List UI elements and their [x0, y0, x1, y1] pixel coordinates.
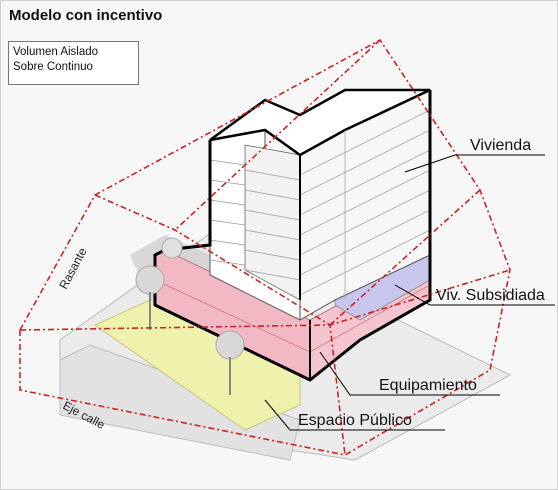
street-band: [59, 344, 301, 461]
legend-box: Volumen Aislado Sobre Continuo: [8, 41, 139, 85]
equipamiento-label: Equipamiento: [379, 377, 477, 394]
figure-title: Modelo con incentivo: [9, 7, 163, 24]
tree-icon: [215, 330, 245, 395]
espacio-publico-area: [93, 299, 301, 431]
floor-lines-left: [209, 159, 301, 281]
equipamiento-leader: [319, 351, 500, 396]
floor-lines-right: [299, 109, 431, 300]
legend-line-2: Sobre Continuo: [13, 61, 93, 73]
espacio-publico-leader: [264, 399, 445, 431]
tree-icon: [161, 237, 183, 259]
volume-outline: [153, 90, 432, 382]
vivienda-leader: [404, 154, 545, 173]
tree-icon: [135, 265, 165, 330]
rasante-label: Rasante: [56, 245, 89, 291]
vivienda-label: Vivienda: [470, 137, 531, 154]
viv-subsidiada-label: Viv. Subsidiada: [436, 287, 545, 304]
rasante-envelope: [19, 38, 511, 456]
espacio-publico-label: Espacio Público: [298, 412, 412, 429]
legend-line-1: Volumen Aislado: [13, 46, 99, 58]
viv-subsidiada-leader: [394, 284, 555, 306]
